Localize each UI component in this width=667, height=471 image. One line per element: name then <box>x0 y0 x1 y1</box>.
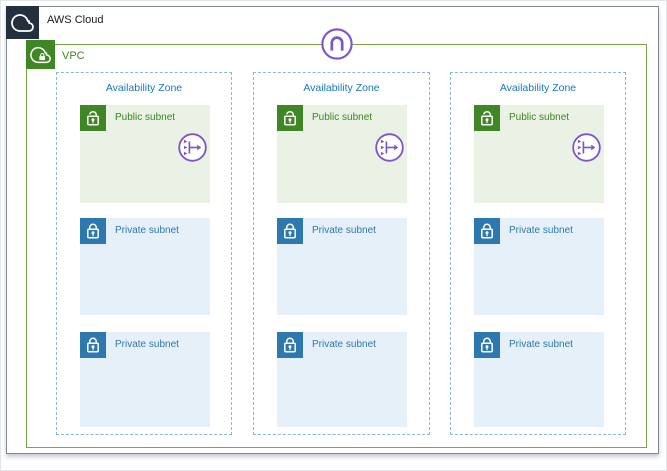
public-subnet: Public subnet <box>474 105 604 203</box>
private-subnet: Private subnet <box>80 218 210 315</box>
availability-zone-label: Availability Zone <box>499 82 577 94</box>
public-subnet-icon <box>80 105 106 131</box>
aws-cloud-label: AWS Cloud <box>47 14 104 26</box>
internet-gateway-icon <box>320 27 354 61</box>
availability-zone-2: Availability Zone Public subnet Private … <box>253 72 430 435</box>
availability-zone-label: Availability Zone <box>303 82 380 94</box>
private-subnet: Private subnet <box>474 332 604 427</box>
nat-gateway-icon <box>177 132 208 163</box>
private-subnet-icon <box>277 218 303 244</box>
private-subnet: Private subnet <box>474 218 604 315</box>
availability-zone-1: Availability Zone Public subnet Private … <box>56 72 232 435</box>
nat-gateway-icon <box>571 132 602 163</box>
public-subnet-label: Public subnet <box>509 112 570 123</box>
private-subnet-icon <box>80 332 106 358</box>
private-subnet-label: Private subnet <box>312 225 376 236</box>
public-subnet: Public subnet <box>80 105 210 203</box>
private-subnet: Private subnet <box>277 332 407 427</box>
vpc-icon <box>26 40 55 69</box>
private-subnet-label: Private subnet <box>115 225 179 236</box>
private-subnet-label: Private subnet <box>312 339 376 350</box>
private-subnet-label: Private subnet <box>509 225 573 236</box>
public-subnet-icon <box>474 105 500 131</box>
public-subnet-icon <box>277 105 303 131</box>
private-subnet-icon <box>474 218 500 244</box>
private-subnet-icon <box>474 332 500 358</box>
nat-gateway-icon <box>374 132 405 163</box>
private-subnet: Private subnet <box>277 218 407 315</box>
public-subnet-label: Public subnet <box>312 112 373 123</box>
private-subnet-label: Private subnet <box>115 339 179 350</box>
public-subnet-label: Public subnet <box>115 112 176 123</box>
vpc-label: VPC <box>62 50 85 62</box>
private-subnet: Private subnet <box>80 332 210 427</box>
aws-cloud-icon <box>6 6 39 39</box>
private-subnet-label: Private subnet <box>509 339 573 350</box>
availability-zone-label: Availability Zone <box>105 82 183 94</box>
private-subnet-icon <box>277 332 303 358</box>
availability-zone-3: Availability Zone Public subnet Private … <box>450 72 626 435</box>
public-subnet: Public subnet <box>277 105 407 203</box>
private-subnet-icon <box>80 218 106 244</box>
